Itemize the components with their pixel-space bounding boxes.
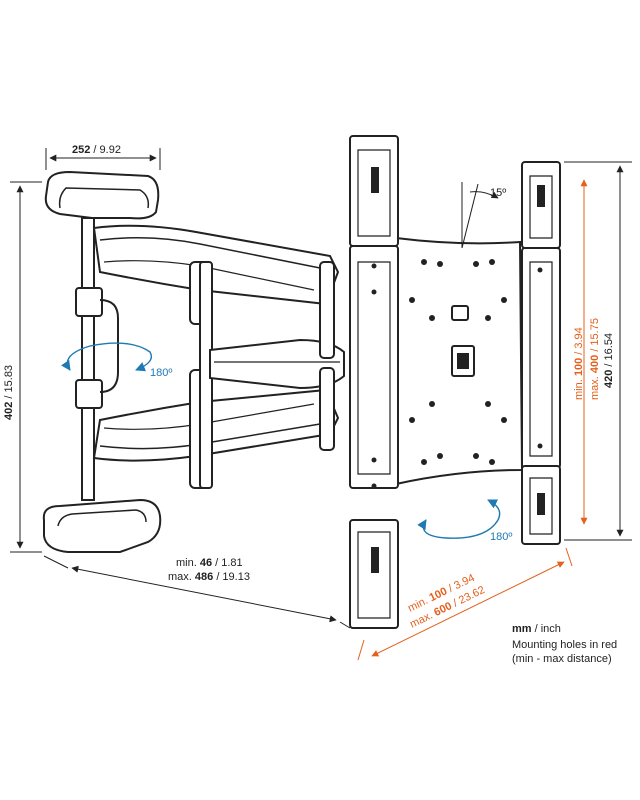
top-width-label: 252 / 9.92 (72, 144, 121, 156)
mounting-dimension-lines (357, 179, 588, 661)
wall-plate-bottom-hook (42, 498, 162, 553)
vesa-vertical-min-label: min. 100 / 3.94 (573, 327, 585, 400)
depth-max-label: max. 486 / 19.13 (168, 571, 250, 583)
wall-plate-knuckle-top (75, 287, 103, 317)
tilt-lock-slot (451, 305, 469, 321)
left-height-label: 402 / 15.83 (3, 365, 15, 420)
wall-plate-top-hook (44, 170, 160, 220)
swivel-arrow-right (417, 499, 501, 539)
right-height-label: 420 / 16.54 (603, 333, 615, 388)
rail-left-bottom (349, 519, 399, 629)
rotation-arrows (61, 342, 501, 539)
vesa-vertical-max-label: max. 400 / 15.75 (589, 318, 601, 400)
rail-right-mid (521, 247, 561, 469)
wall-plate-spine (81, 217, 95, 501)
arm-upper (92, 224, 340, 325)
legend-line-2: (min - max distance) (512, 653, 612, 665)
wall-plate (42, 170, 162, 553)
tilt-angle-label: 15º (490, 187, 506, 199)
swivel-arrow-left (61, 342, 153, 372)
depth-min-label: min. 46 / 1.81 (176, 557, 243, 569)
central-link (209, 261, 345, 451)
legend: mm / inch Mounting holes in red (min - m… (512, 623, 617, 665)
swivel-left-label: 180º (150, 367, 172, 379)
wall-plate-knuckle-bottom (75, 379, 103, 409)
bracket-holes (371, 259, 543, 489)
swivel-right-label: 180º (490, 531, 512, 543)
rail-left-mid (349, 245, 399, 489)
legend-line-1: Mounting holes in red (512, 639, 617, 651)
tv-bracket (349, 135, 561, 629)
arm-lower (92, 261, 340, 489)
dimension-lines (10, 148, 632, 629)
legend-unit: mm / inch (512, 623, 561, 635)
